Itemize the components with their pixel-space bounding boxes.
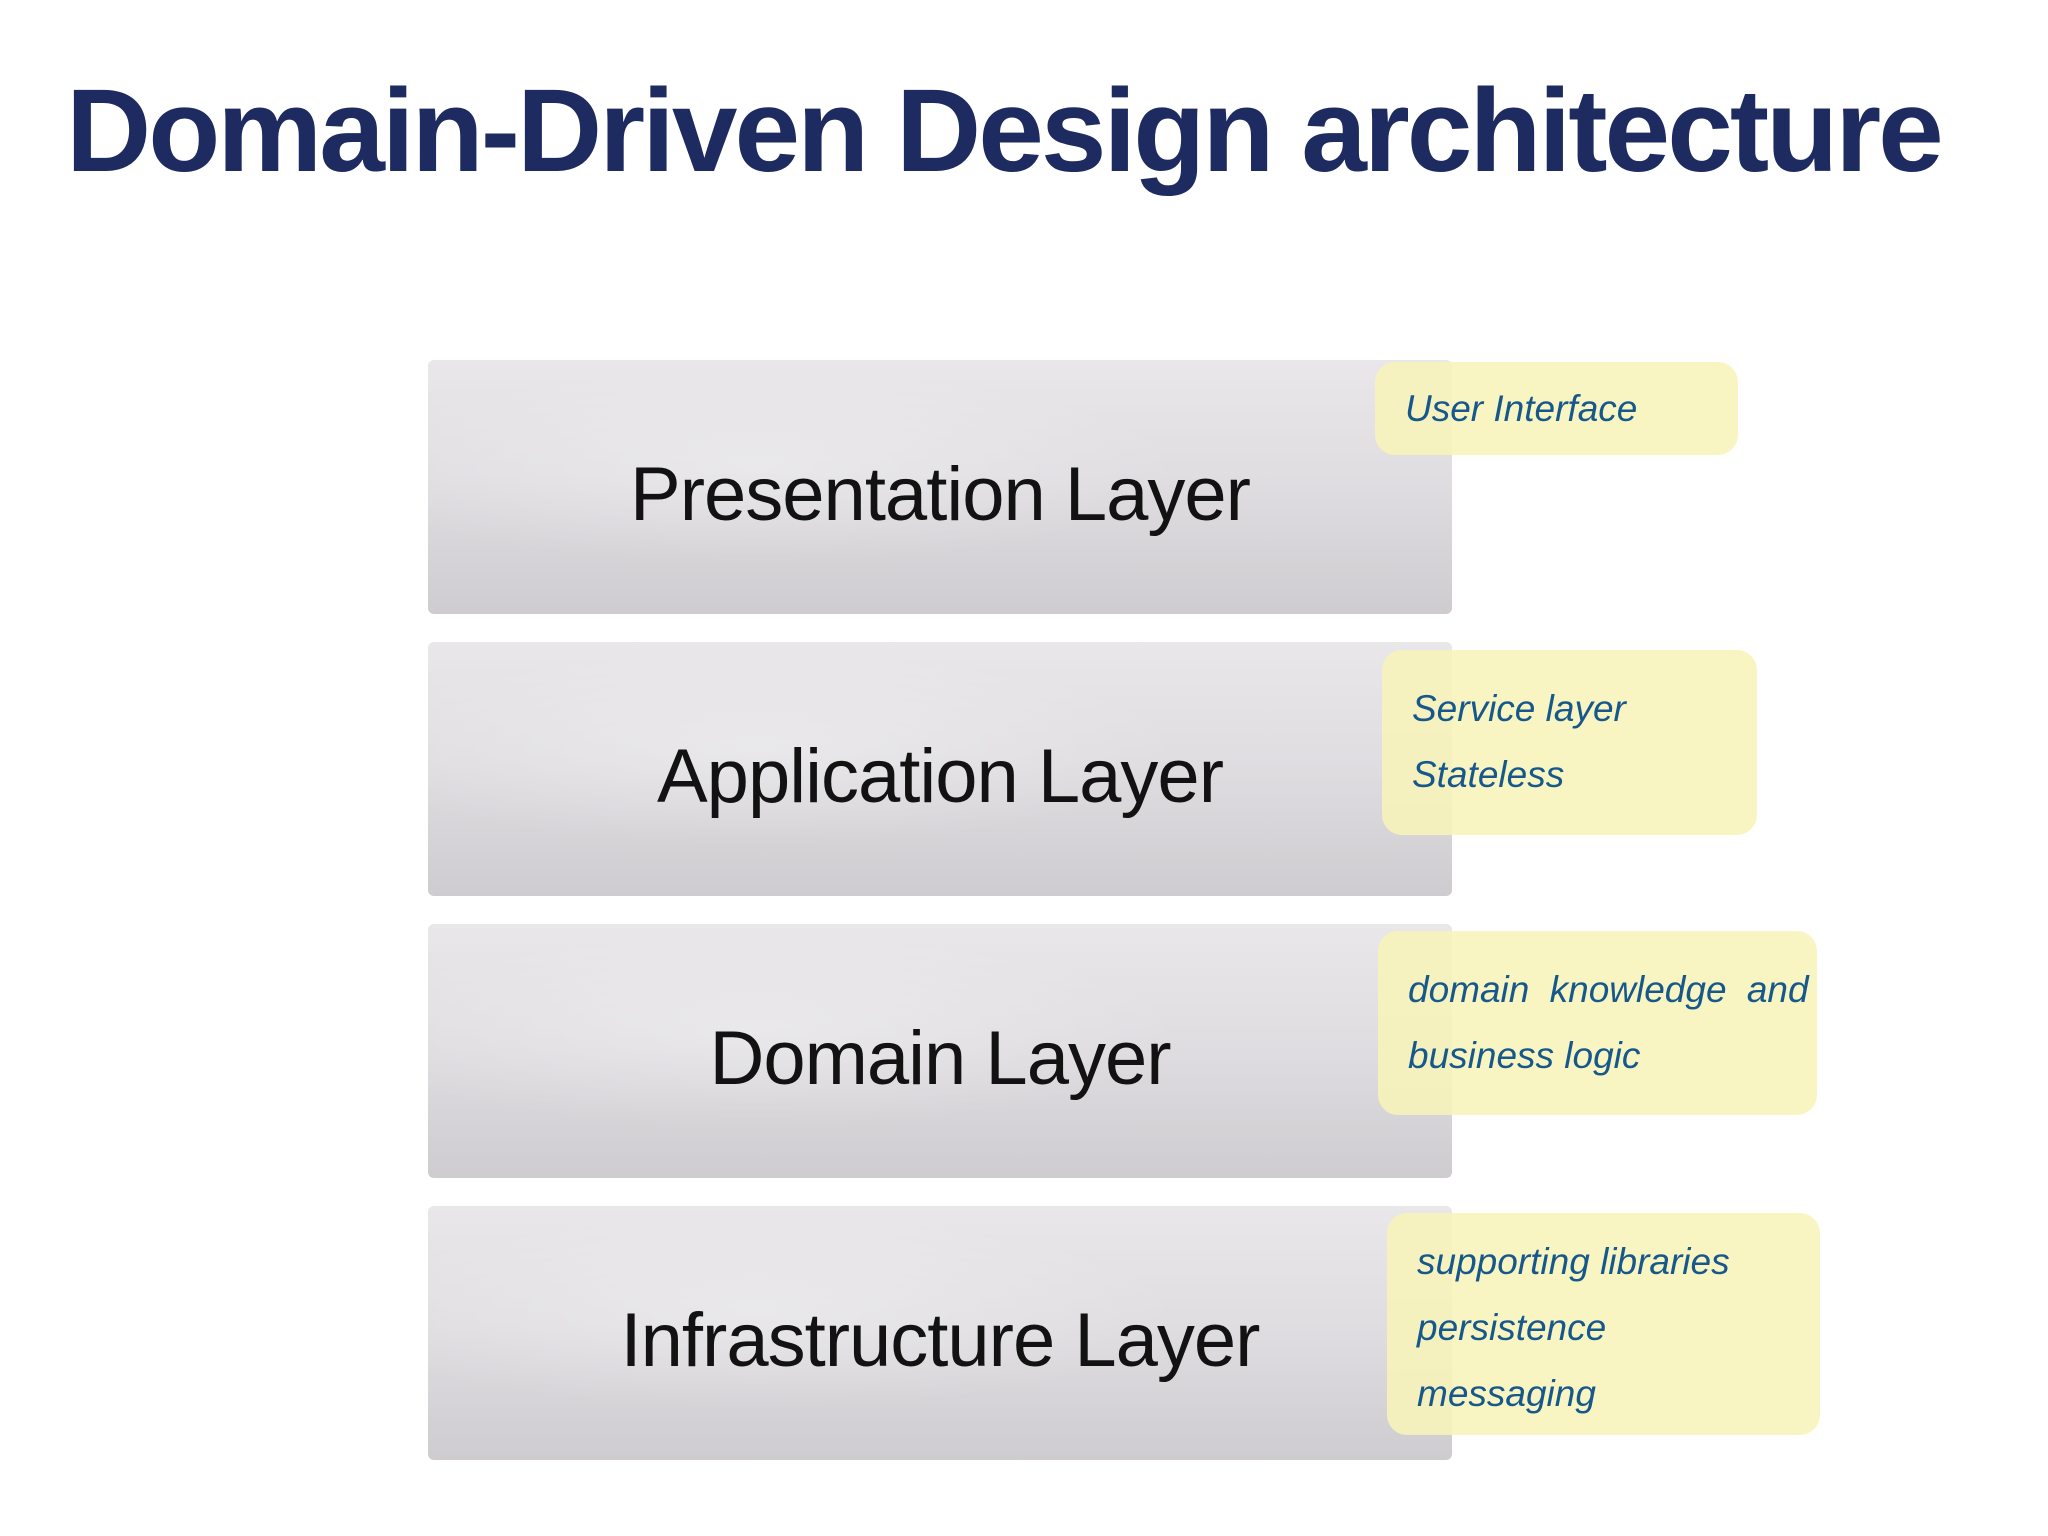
note-line: persistence bbox=[1417, 1307, 1607, 1348]
infrastructure-layer-note: supporting libraries persistence messagi… bbox=[1387, 1213, 1820, 1435]
presentation-layer-label: Presentation Layer bbox=[630, 451, 1251, 537]
infrastructure-layer-box: Infrastructure Layer bbox=[428, 1206, 1452, 1460]
slide-title: Domain-Driven Design architecture bbox=[66, 65, 1944, 197]
presentation-layer-box: Presentation Layer bbox=[428, 360, 1452, 614]
domain-layer-label: Domain Layer bbox=[709, 1015, 1171, 1101]
application-layer-box: Application Layer bbox=[428, 642, 1452, 896]
note-line: supporting libraries bbox=[1417, 1241, 1730, 1282]
note-line: User Interface bbox=[1405, 387, 1638, 429]
domain-layer-box: Domain Layer bbox=[428, 924, 1452, 1178]
note-line: domain knowledge and bbox=[1408, 969, 1809, 1010]
presentation-layer-note: User Interface bbox=[1375, 362, 1738, 455]
infrastructure-layer-label: Infrastructure Layer bbox=[620, 1297, 1261, 1383]
application-layer-note: Service layer Stateless bbox=[1382, 650, 1757, 835]
domain-layer-note: domain knowledge and business logic bbox=[1378, 931, 1817, 1115]
note-line: Service layer bbox=[1412, 688, 1626, 729]
note-line: business logic bbox=[1408, 1035, 1641, 1076]
application-layer-label: Application Layer bbox=[656, 733, 1224, 819]
note-line: Stateless bbox=[1412, 754, 1565, 795]
note-line: messaging bbox=[1417, 1373, 1596, 1414]
